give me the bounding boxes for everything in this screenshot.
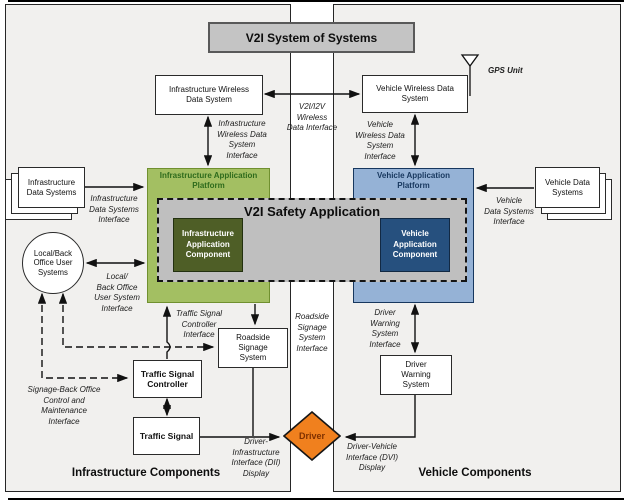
- v2i-system-of-systems-box: V2I System of Systems: [208, 22, 415, 53]
- label-vehicle-data-systems-interface: Vehicle Data Systems Interface: [484, 196, 534, 226]
- label-vehicle-wireless-data-system-interface: Vehicle Wireless Data System Interface: [355, 120, 405, 161]
- infrastructure-data-systems-box: Infrastructure Data Systems: [18, 167, 85, 208]
- driver-diamond-shape: [283, 411, 341, 461]
- bottom-edge-line: [8, 498, 624, 500]
- label-driver-infrastructure-interface-dii: Driver- Infrastructure Interface (DII) D…: [231, 437, 281, 478]
- label-infrastructure-wireless-data-system-interface: Infrastructure Wireless Data System Inte…: [217, 119, 267, 160]
- driver-warning-system-box: Driver Warning System: [380, 355, 452, 395]
- traffic-signal-controller-box: Traffic Signal Controller: [133, 360, 202, 398]
- vehicle-application-component-box: Vehicle Application Component: [380, 218, 450, 272]
- label-local-back-office-user-system-interface: Local/ Back Office User System Interface: [94, 272, 140, 313]
- infrastructure-components-title: Infrastructure Components: [71, 467, 221, 479]
- label-traffic-signal-controller-interface: Traffic Signal Controller Interface: [175, 309, 223, 339]
- local-back-office-user-systems-circle: Local/Back Office User Systems: [22, 232, 84, 294]
- label-roadside-signage-system-interface: Roadside Signage System Interface: [295, 312, 329, 353]
- label-driver-warning-system-interface: Driver Warning System Interface: [369, 308, 401, 349]
- roadside-signage-system-box: Roadside Signage System: [218, 328, 288, 368]
- label-infrastructure-data-systems-interface: Infrastructure Data Systems Interface: [89, 194, 139, 224]
- driver-label: Driver: [298, 431, 325, 441]
- label-signage-back-office-interface: Signage-Back Office Control and Maintena…: [27, 385, 101, 426]
- label-driver-vehicle-interface-dvi: Driver-Vehicle Interface (DVI) Display: [345, 442, 398, 472]
- top-edge-line: [8, 0, 624, 2]
- infrastructure-application-platform-label: Infrastructure Application Platform: [159, 171, 258, 190]
- vehicle-data-systems-box: Vehicle Data Systems: [535, 167, 600, 208]
- label-v2i-i2v-wireless-data-interface: V2I/I2V Wireless Data Interface: [286, 102, 338, 132]
- infrastructure-application-component-box: Infrastructure Application Component: [173, 218, 243, 272]
- driver-diamond: Driver: [283, 411, 341, 461]
- infrastructure-wireless-data-system-box: Infrastructure Wireless Data System: [155, 75, 263, 115]
- v2i-safety-application-title: V2I Safety Application: [243, 204, 381, 219]
- vehicle-application-platform-label: Vehicle Application Platform: [376, 171, 451, 190]
- vehicle-wireless-data-system-box: Vehicle Wireless Data System: [362, 75, 468, 113]
- vehicle-components-title: Vehicle Components: [418, 467, 532, 479]
- traffic-signal-box: Traffic Signal: [133, 417, 200, 455]
- label-gps-unit: GPS Unit: [488, 66, 523, 75]
